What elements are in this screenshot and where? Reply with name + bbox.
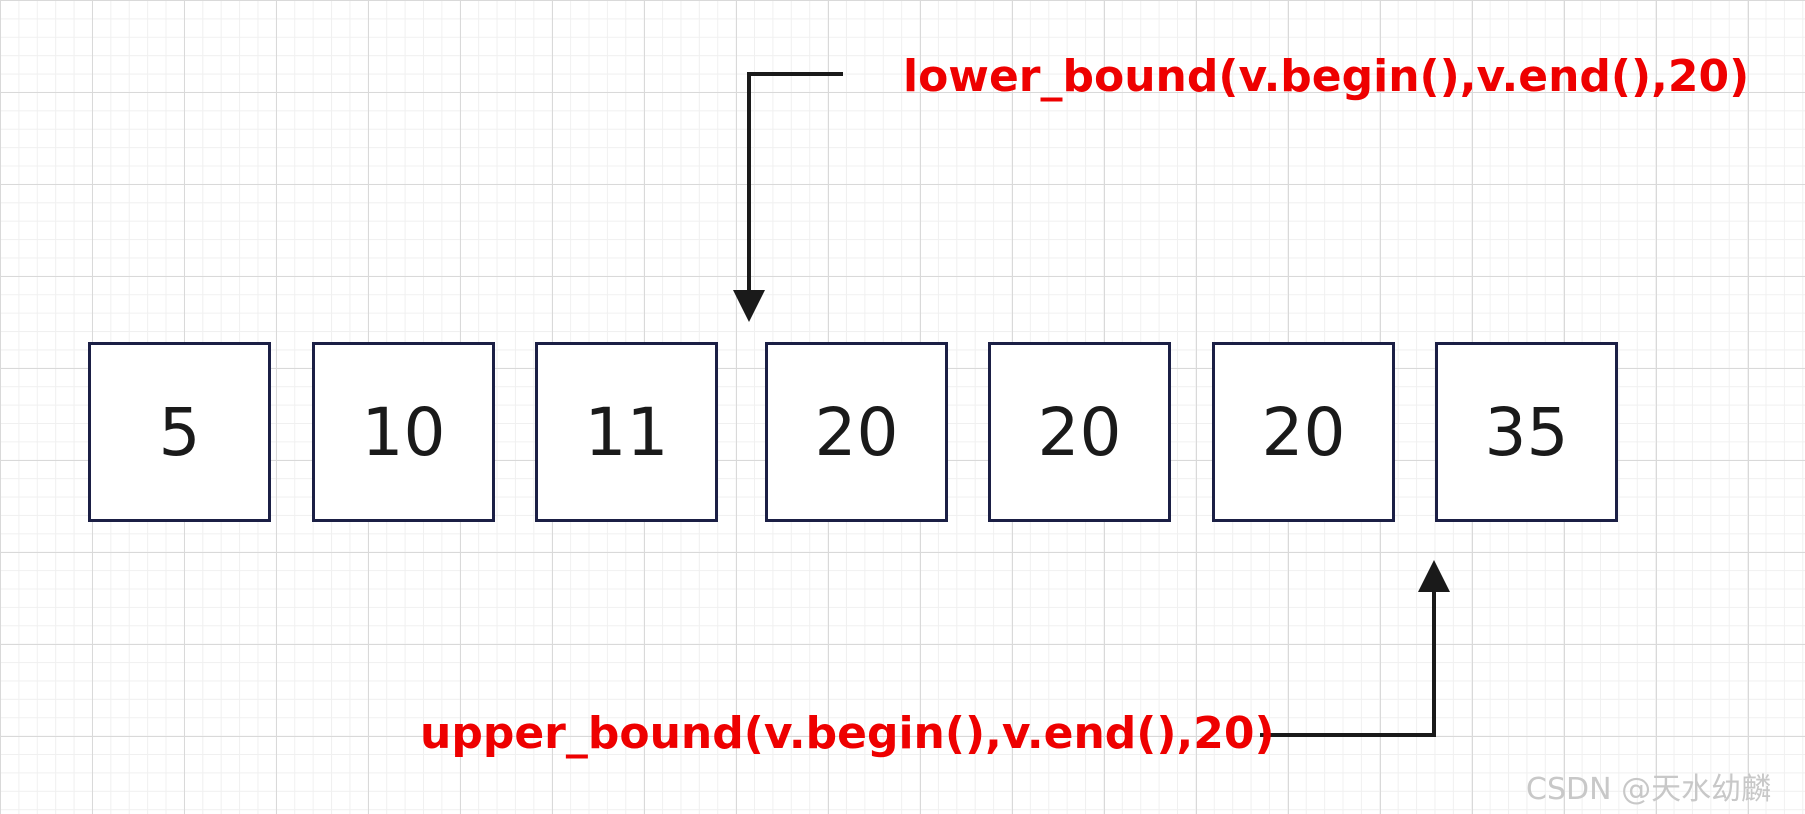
cell-value: 20: [814, 393, 899, 471]
array-cell: 20: [765, 342, 948, 522]
array-cell: 20: [1212, 342, 1395, 522]
cell-value: 20: [1037, 393, 1122, 471]
lower-bound-arrow: [747, 72, 843, 290]
array-cell: 35: [1435, 342, 1618, 522]
cell-value: 10: [361, 393, 446, 471]
lower-bound-arrowhead: [733, 290, 765, 322]
cell-value: 5: [158, 393, 201, 471]
array-cell: 10: [312, 342, 495, 522]
cell-value: 35: [1484, 393, 1569, 471]
upper-bound-arrowhead: [1418, 560, 1450, 592]
upper-bound-label: upper_bound(v.begin(),v.end(),20): [420, 708, 1275, 759]
array-cell: 5: [88, 342, 271, 522]
cell-value: 20: [1261, 393, 1346, 471]
cell-value: 11: [584, 393, 669, 471]
watermark: CSDN @天水幼麟: [1526, 772, 1772, 807]
array-cell: 11: [535, 342, 718, 522]
array-cell: 20: [988, 342, 1171, 522]
upper-bound-arrow: [1260, 590, 1436, 737]
lower-bound-label: lower_bound(v.begin(),v.end(),20): [903, 51, 1750, 102]
